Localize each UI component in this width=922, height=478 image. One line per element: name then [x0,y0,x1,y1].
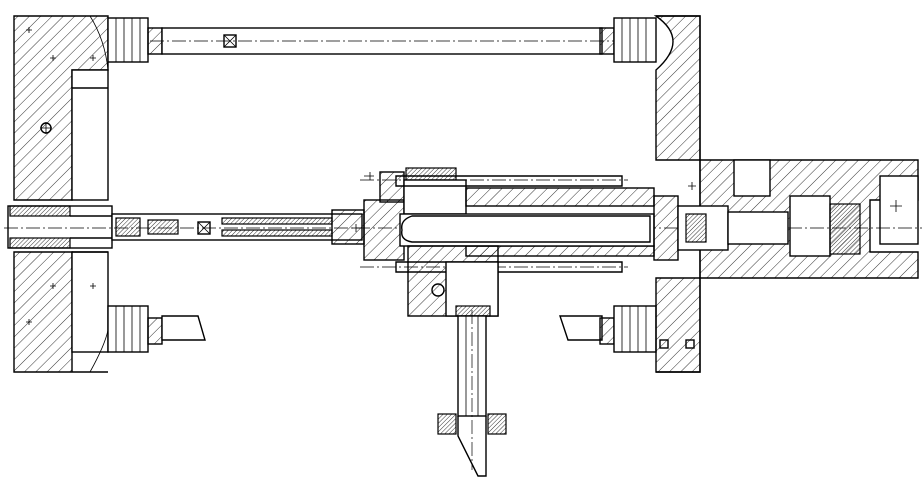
lower-bars [161,315,603,341]
tie-bar-nut-bottom-left [107,305,163,353]
tie-bar-nut-bottom-right [599,305,657,353]
centre-marks [352,172,696,232]
lower-block [407,245,499,317]
right-platen [653,15,701,373]
drop-tube [437,310,507,477]
plus-marks-left [26,27,96,325]
tie-bar-nut-top-right [599,17,657,63]
cylinder-assembly [360,167,789,273]
tie-bar-nut-top-left [107,17,163,63]
left-platen [13,15,109,373]
right-end-housing [699,159,922,279]
tie-bar-top [150,27,620,55]
main-barrel [4,205,700,249]
